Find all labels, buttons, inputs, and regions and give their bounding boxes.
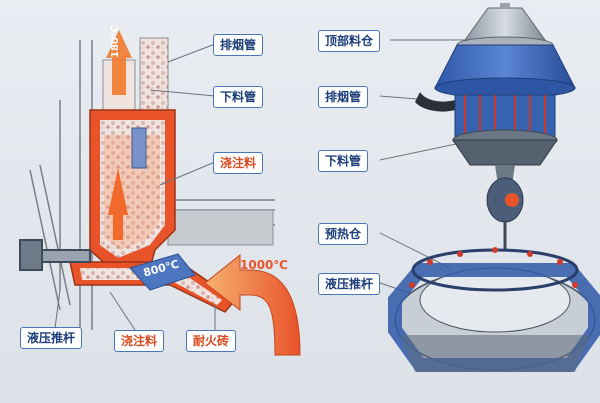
ring-red-pins [409,247,578,288]
label-hydraulic-ram-left: 液压推杆 [20,327,83,349]
inner-pipe [131,127,147,169]
label-feed-pipe-right: 下料管 [318,150,369,172]
label-exhaust-pipe-left: 排烟管 [213,34,264,56]
exhaust-arrow [106,30,132,95]
exhaust-pipe-right [415,92,455,112]
label-preheat-bin: 预热仓 [318,223,369,245]
ring-legs [400,335,590,372]
flow-arrow-800 [129,253,196,291]
feed-pipe-left [139,37,169,114]
leader-lines-left [54,43,216,331]
lower-cone [452,139,558,166]
label-castable-mid: 浇注料 [213,152,264,174]
label-hydraulic-ram-right: 液压推杆 [318,273,381,295]
label-exhaust-pipe-right: 排烟管 [318,86,369,108]
label-feed-pipe-left: 下料管 [213,86,264,108]
hot-air-arrow-1000 [204,253,301,356]
preheat-ring-inner [419,267,571,333]
top-bin-nozzle [500,3,510,9]
label-top-bin: 顶部料仓 [318,30,381,52]
label-castable-bottom: 浇注料 [114,330,165,352]
preheat-window [505,193,519,207]
temp-1000: 1000℃ [240,258,288,272]
platform [167,209,274,246]
temp-180: 180℃ [110,25,121,58]
inner-hot-arrow [108,168,128,240]
top-bin-cap [464,7,546,41]
hydraulic-ram-left [19,239,91,271]
label-refractory-brick: 耐火砖 [186,330,237,352]
